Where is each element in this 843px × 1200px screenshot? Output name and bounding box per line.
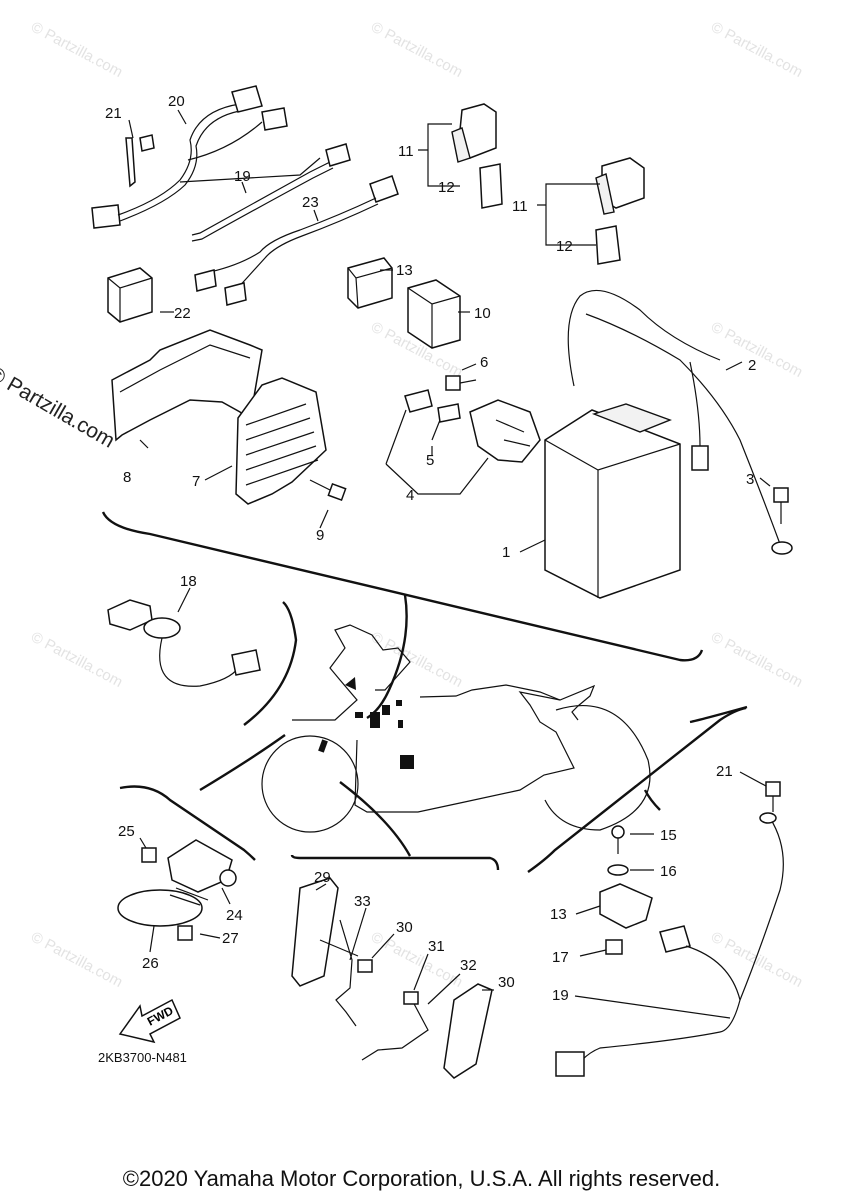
svg-text:© Partzilla.com: © Partzilla.com — [28, 929, 125, 991]
callout-16: 16 — [660, 863, 677, 880]
svg-text:© Partzilla.com: © Partzilla.com — [708, 929, 805, 991]
bolt-3 — [773, 487, 789, 524]
callout-29: 27 — [222, 930, 239, 947]
callout-1: 1 — [502, 544, 510, 561]
reflector-left-30 — [291, 877, 359, 1027]
ground-wire-19 — [555, 817, 784, 1077]
fwd-arrow: FWD — [118, 998, 181, 1044]
starter-relay-4 — [469, 399, 541, 463]
relay-13 — [347, 257, 393, 309]
callout-23: 21 — [105, 105, 122, 122]
regulator-7 — [235, 377, 327, 505]
callout-33: 33 — [354, 893, 371, 910]
callout-26: 24 — [226, 907, 243, 924]
relay-11-right — [595, 157, 645, 265]
horn-assembly-26-28 — [117, 839, 237, 941]
svg-text:© Partzilla.com: © Partzilla.com — [28, 629, 125, 691]
callout-14: 13 — [550, 906, 567, 923]
callout-10: 10 — [474, 305, 491, 322]
callout-9: 9 — [316, 527, 324, 544]
section-dividers — [101, 511, 748, 873]
callout-32: 32 — [460, 957, 477, 974]
connector-5 — [404, 389, 461, 423]
callout-15: 15 — [660, 827, 677, 844]
cable-tie-23 — [125, 134, 155, 188]
unit-10 — [407, 279, 461, 349]
harness-22 — [91, 85, 321, 229]
callout-24: 22 — [174, 305, 191, 322]
callout-7: 7 — [192, 473, 200, 490]
svg-text:© Partzilla.com: © Partzilla.com — [368, 629, 465, 691]
callout-13: 13 — [396, 262, 413, 279]
callout-27: 25 — [118, 823, 135, 840]
screw-6 — [445, 375, 477, 391]
callout-4: 4 — [406, 487, 414, 504]
diagram-code: 2KB3700-N481 — [98, 1050, 187, 1065]
callout-11-left: 11 — [398, 143, 414, 160]
callout-18: 18 — [180, 573, 197, 590]
relay-11-left — [451, 103, 503, 209]
relay-24 — [107, 267, 153, 323]
dc-socket-18 — [107, 599, 261, 687]
svg-text:© Partzilla.com: © Partzilla.com — [708, 19, 805, 81]
callout-12-right: 12 — [556, 238, 573, 255]
leader-lines — [128, 109, 771, 1019]
callout-8: 8 — [123, 469, 131, 486]
callout-6: 6 — [480, 354, 488, 371]
callout-19: 19 — [552, 987, 569, 1004]
callout-2: 2 — [748, 357, 756, 374]
callout-3: 3 — [746, 471, 754, 488]
vehicle-outline — [261, 624, 651, 833]
reflector-right-30 — [361, 983, 493, 1079]
callout-labels: 21 20 19 23 11 12 11 12 13 22 10 6 2 3 8… — [105, 93, 756, 1004]
nuts-31 — [357, 959, 419, 1005]
harness-21-25 — [191, 143, 399, 306]
callout-11-right: 11 — [512, 198, 528, 215]
svg-text:© Partzilla.com: © Partzilla.com — [368, 19, 465, 81]
callout-12-left: 12 — [438, 179, 455, 196]
svg-text:© Partzilla.com: © Partzilla.com — [708, 319, 805, 381]
battery-cable-2 — [567, 289, 793, 555]
callout-30-left: 29 — [314, 869, 331, 886]
battery-1 — [544, 403, 681, 599]
svg-text:© Partzilla.com: © Partzilla.com — [28, 19, 125, 81]
callout-31-lower: 31 — [428, 938, 445, 955]
bolt-9 — [309, 479, 347, 501]
copyright-notice: ©2020 Yamaha Motor Corporation, U.S.A. A… — [122, 1166, 721, 1191]
callout-17: 17 — [552, 949, 569, 966]
callout-28: 26 — [142, 955, 159, 972]
callout-21: 19 — [234, 168, 251, 185]
parts-diagram: © Partzilla.com © Partzilla.com © Partzi… — [28, 19, 805, 1079]
sensor-14 — [599, 883, 691, 955]
callout-25: 23 — [302, 194, 319, 211]
callout-20: 21 — [716, 763, 733, 780]
washer-16-screw-15 — [607, 825, 629, 876]
callout-22: 20 — [168, 93, 185, 110]
bolt-20 — [759, 781, 781, 824]
callout-30-right: 30 — [498, 974, 515, 991]
callout-5: 5 — [426, 452, 434, 469]
svg-text:© Partzilla.com: © Partzilla.com — [708, 629, 805, 691]
callout-31-upper: 30 — [396, 919, 413, 936]
